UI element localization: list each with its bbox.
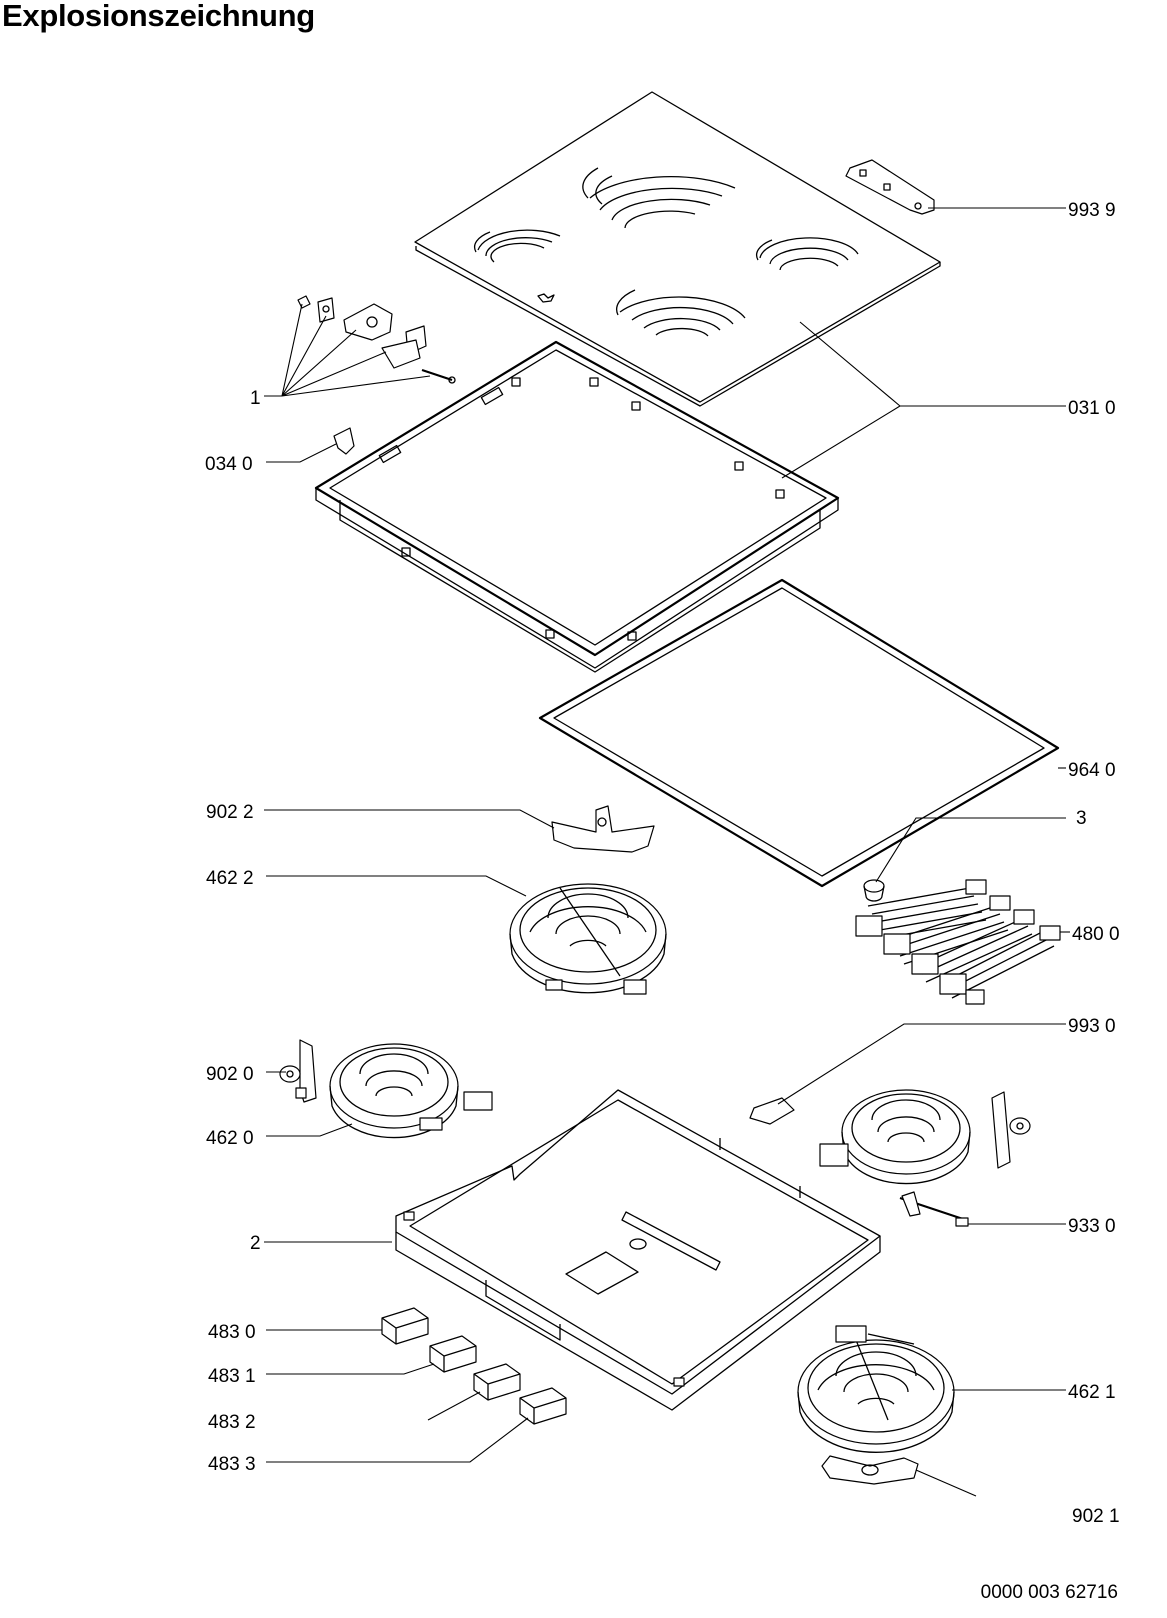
label-483-2: 483 2 bbox=[208, 1412, 256, 1433]
part-933-0-sensor bbox=[899, 1191, 969, 1227]
fixing-parts-group-1 bbox=[297, 295, 456, 384]
label-031-0: 031 0 bbox=[1068, 398, 1116, 419]
gasket-964-0 bbox=[538, 578, 1060, 888]
heater-462-0 bbox=[329, 1043, 493, 1139]
terminal-block-483-0 bbox=[381, 1307, 429, 1345]
document-number: 0000 003 62716 bbox=[981, 1582, 1118, 1603]
cooking-zone-rings-right bbox=[755, 237, 859, 271]
heater-462-2 bbox=[509, 883, 667, 995]
label-993-0: 993 0 bbox=[1068, 1016, 1116, 1037]
terminal-block-483-3 bbox=[519, 1387, 567, 1425]
cooking-zone-rings-left bbox=[473, 229, 561, 263]
page-title: Explosionszeichnung bbox=[2, 0, 315, 33]
label-933-0: 933 0 bbox=[1068, 1216, 1116, 1237]
frame-031-0 bbox=[314, 340, 840, 673]
label-483-3: 483 3 bbox=[208, 1454, 256, 1475]
label-462-0: 462 0 bbox=[206, 1128, 254, 1149]
label-483-1: 483 1 bbox=[208, 1366, 256, 1387]
leader-lines bbox=[264, 207, 1070, 1497]
cooking-zone-rings-rear bbox=[582, 167, 736, 229]
part-993-9-bracket bbox=[845, 159, 935, 215]
part-034-0-clip bbox=[333, 427, 355, 455]
label-3: 3 bbox=[1076, 808, 1087, 829]
label-034-0: 034 0 bbox=[205, 454, 253, 475]
part-labels: 993 9 031 0 1 034 0 964 0 902 2 3 462 2 … bbox=[205, 200, 1120, 1603]
label-462-2: 462 2 bbox=[206, 868, 254, 889]
label-902-2: 902 2 bbox=[206, 802, 254, 823]
logo-mark bbox=[537, 293, 555, 303]
label-483-0: 483 0 bbox=[208, 1322, 256, 1343]
heater-right bbox=[819, 1089, 1031, 1185]
terminal-block-483-1 bbox=[429, 1335, 477, 1373]
label-1: 1 bbox=[250, 388, 261, 409]
bottom-tray-2 bbox=[395, 1089, 881, 1411]
label-902-0: 902 0 bbox=[206, 1064, 254, 1085]
part-993-0-clip bbox=[749, 1097, 795, 1125]
glass-ceramic-top bbox=[414, 91, 941, 407]
part-3-knob bbox=[863, 879, 885, 902]
terminal-block-483-2 bbox=[473, 1363, 521, 1401]
part-902-1-bracket bbox=[821, 1455, 919, 1485]
cooking-zone-rings-front bbox=[616, 289, 746, 337]
part-480-0-wiring bbox=[855, 879, 1061, 1005]
label-480-0: 480 0 bbox=[1072, 924, 1120, 945]
label-993-9: 993 9 bbox=[1068, 200, 1116, 221]
label-2: 2 bbox=[250, 1233, 261, 1254]
heater-462-1 bbox=[797, 1325, 955, 1453]
part-902-0-bracket bbox=[279, 1039, 317, 1103]
label-462-1: 462 1 bbox=[1068, 1382, 1116, 1403]
part-902-2-bracket bbox=[551, 805, 655, 853]
label-902-1: 902 1 bbox=[1072, 1506, 1120, 1527]
label-964-0: 964 0 bbox=[1068, 760, 1116, 781]
